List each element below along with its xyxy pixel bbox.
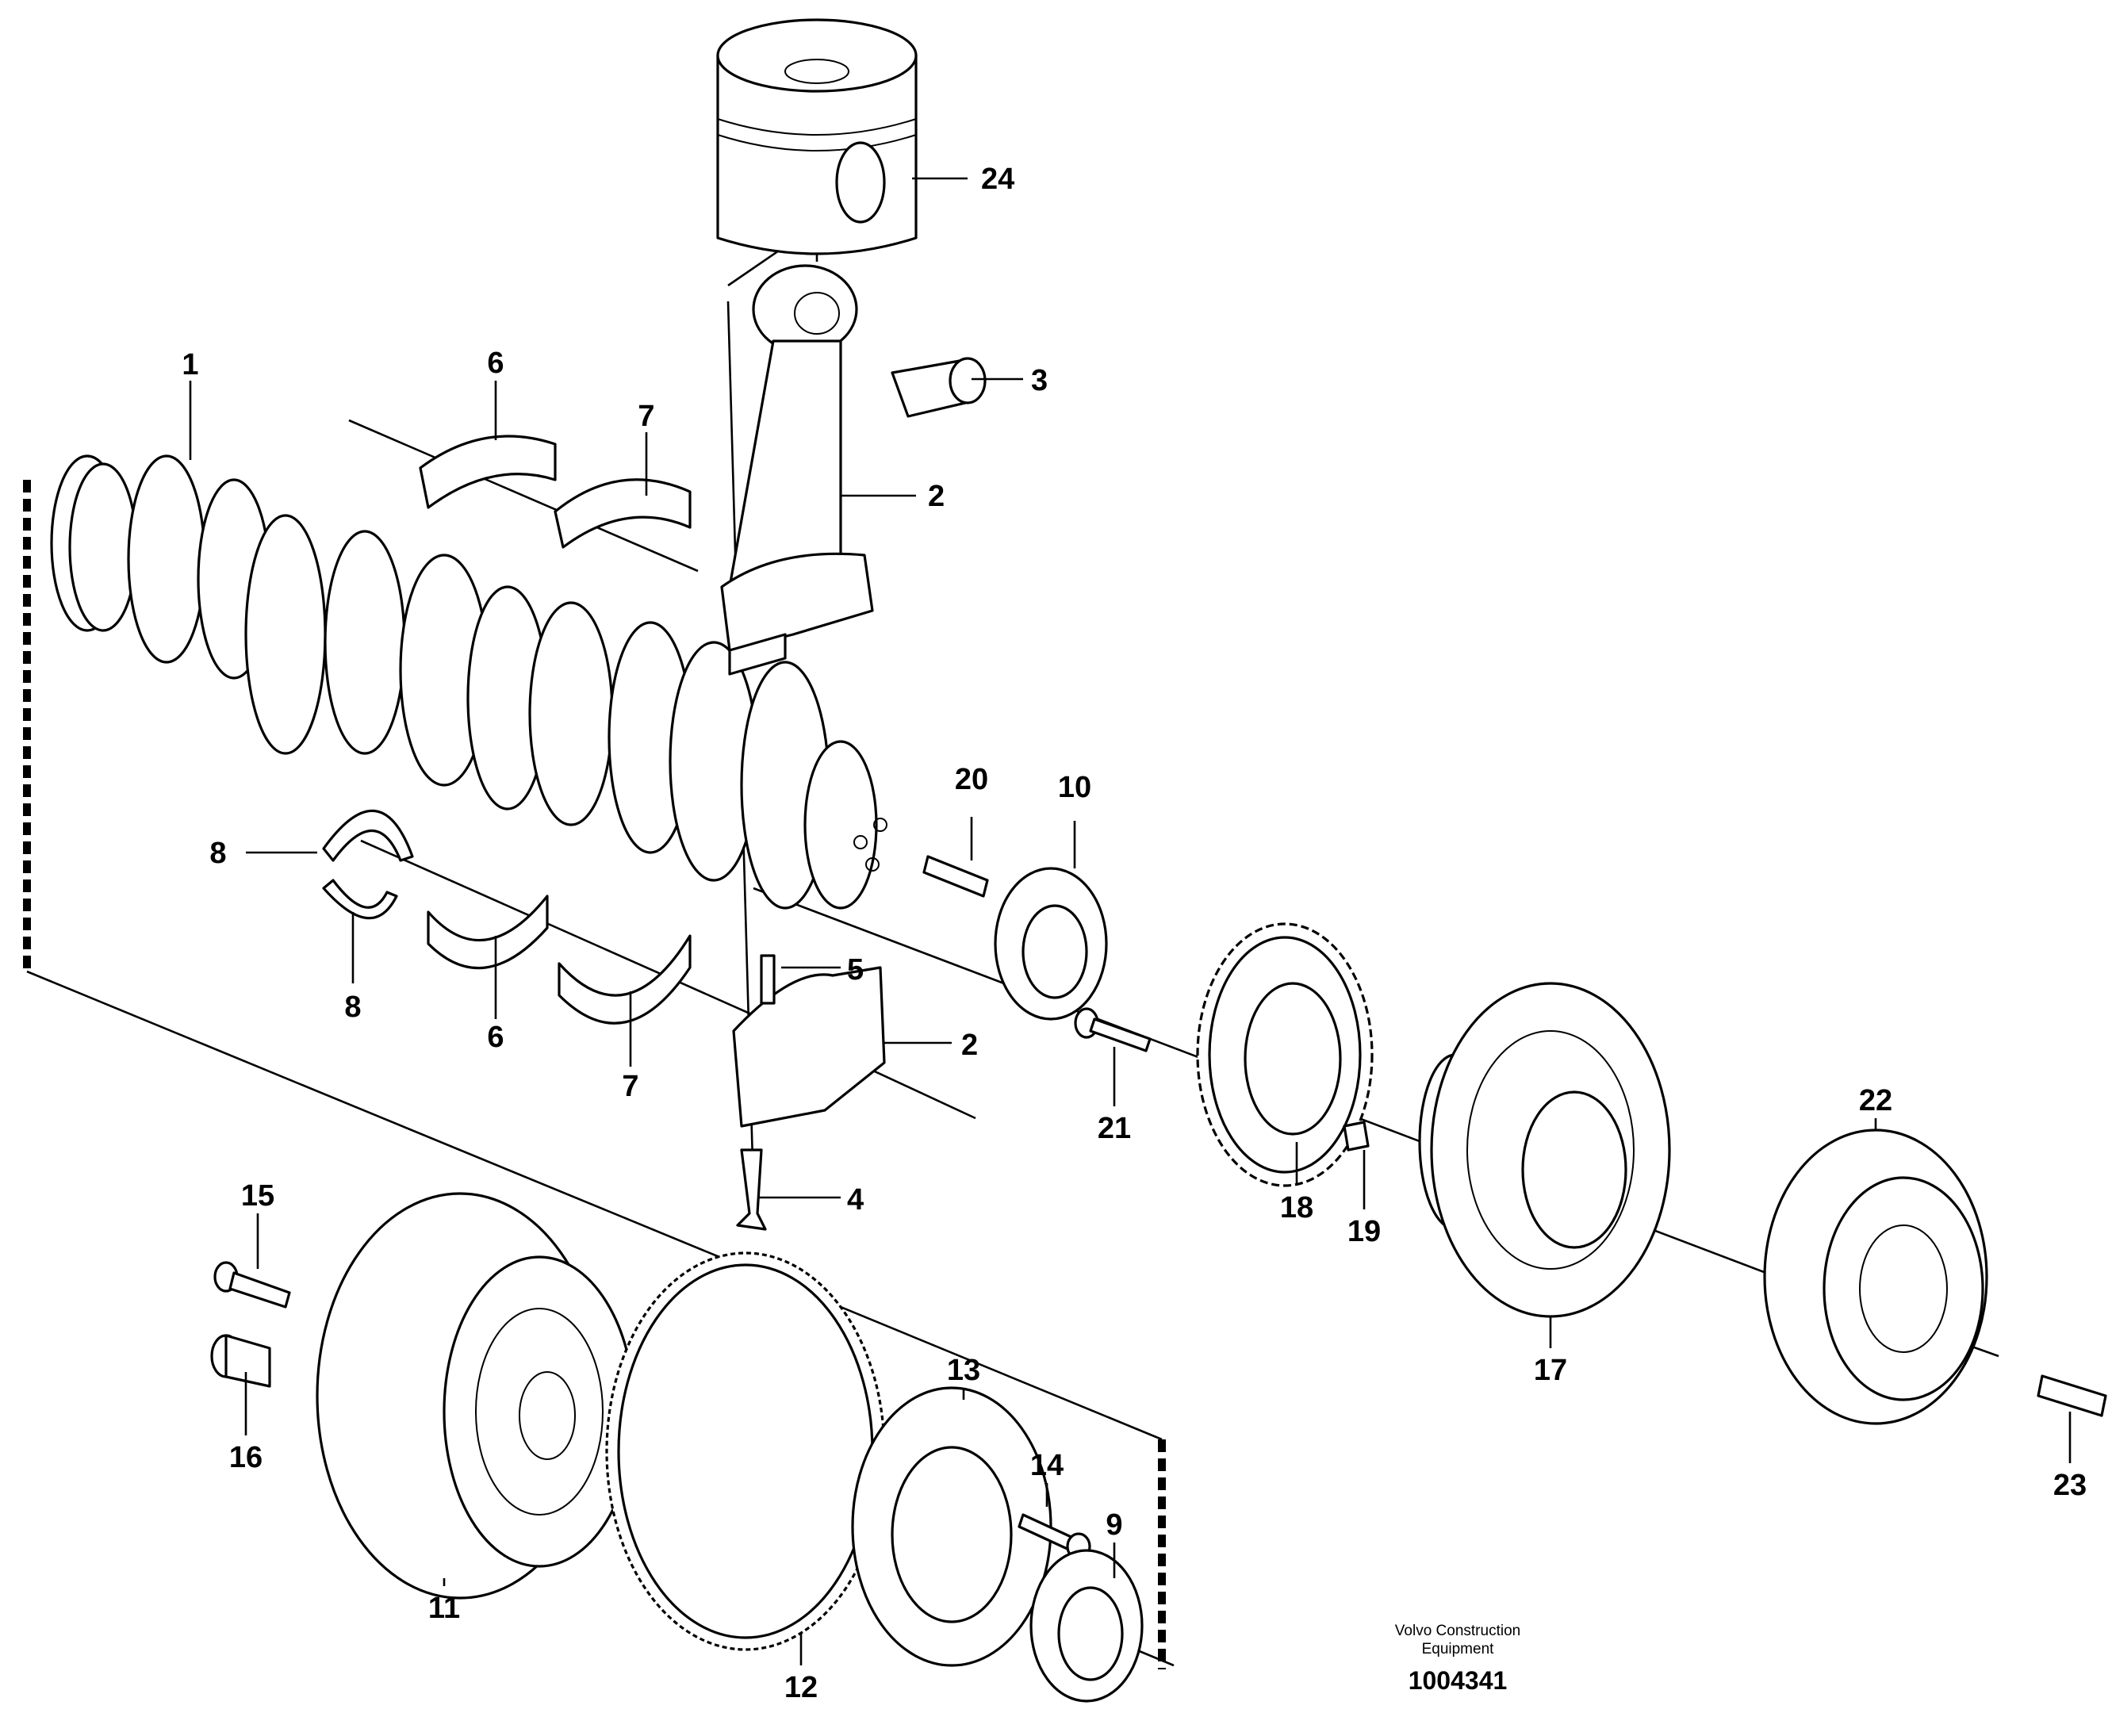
flange-bolt-21: [1074, 1007, 1152, 1052]
callout-17: 17: [1534, 1354, 1567, 1387]
sleeve-19: [1343, 1121, 1370, 1152]
callout-leaders: [189, 177, 2072, 1665]
document-number: 1004341: [1409, 1666, 1508, 1695]
piston: [716, 18, 918, 255]
callout-8-upper: 8: [209, 837, 226, 870]
flywheel-bolt-15: [213, 1261, 291, 1309]
callout-7-upper: 7: [638, 400, 654, 433]
seal-housing-cover: [851, 1386, 1052, 1667]
sensor-ring: [1196, 922, 1374, 1187]
assembly-frame: [23, 480, 1166, 1669]
piston-pin-bushing: [891, 357, 987, 418]
damper-bolt: [2037, 1374, 2107, 1417]
pulley: [1418, 982, 1671, 1318]
callout-2-cap: 2: [961, 1029, 978, 1062]
callout-16: 16: [229, 1441, 263, 1474]
callout-5: 5: [847, 953, 864, 987]
crankshaft: [50, 454, 887, 910]
upper-bearing-shells: [419, 435, 692, 549]
flywheel: [316, 1192, 636, 1600]
callout-18: 18: [1280, 1191, 1313, 1224]
callout-4: 4: [847, 1183, 864, 1217]
callout-22: 22: [1859, 1084, 1892, 1117]
callout-8-lower: 8: [344, 991, 361, 1024]
guide-bushing-16: [210, 1334, 271, 1388]
credit-line-2: Equipment: [1422, 1641, 1495, 1657]
connecting-rod-cap: [732, 954, 886, 1231]
callout-20: 20: [955, 763, 988, 796]
callout-7-lower: 7: [622, 1070, 638, 1103]
callout-12: 12: [784, 1671, 818, 1704]
callout-3: 3: [1031, 364, 1048, 397]
credit-line-1: Volvo Construction: [1395, 1623, 1520, 1639]
vibration-damper: [1763, 1129, 1988, 1425]
callout-11: 11: [428, 1592, 460, 1625]
rear-oil-seal: [1029, 1549, 1144, 1703]
callout-15: 15: [241, 1179, 274, 1213]
callout-14: 14: [1030, 1449, 1064, 1482]
callout-9: 9: [1106, 1508, 1122, 1542]
callout-labels: 1 2 2 3 4 5 6 6 7 7 8 8 9 10 11 12 13 14…: [182, 163, 2087, 1704]
callout-6-lower: 6: [487, 1021, 504, 1054]
callout-24: 24: [981, 163, 1014, 196]
dowel-pin: [922, 855, 989, 898]
callout-19: 19: [1347, 1215, 1381, 1248]
callout-2-rod: 2: [928, 480, 945, 513]
callout-6-upper: 6: [487, 347, 504, 380]
front-oil-seal: [994, 867, 1108, 1021]
connecting-rod: [720, 264, 874, 676]
callout-23: 23: [2053, 1469, 2087, 1502]
callout-10: 10: [1058, 771, 1091, 804]
callout-1: 1: [182, 348, 198, 381]
ring-gear: [605, 1251, 886, 1651]
callout-21: 21: [1098, 1112, 1131, 1145]
callout-13: 13: [947, 1354, 980, 1387]
